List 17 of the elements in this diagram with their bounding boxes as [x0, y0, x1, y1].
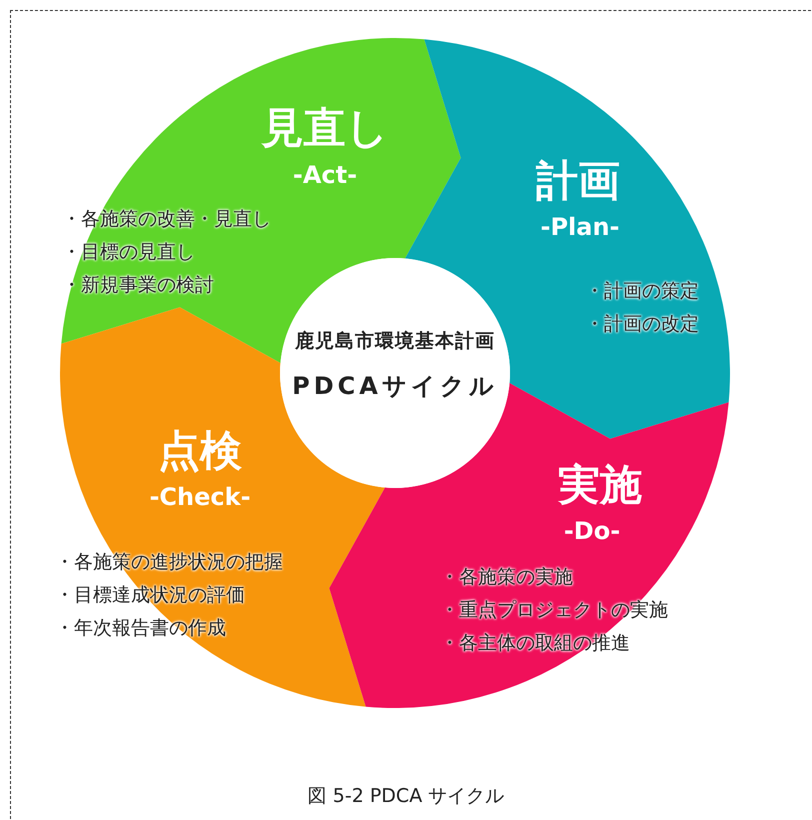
segment-subtitle: -Act-	[292, 162, 358, 188]
center-title: 鹿児島市環境基本計画	[295, 329, 495, 354]
bullet-item: ・目標の見直し	[62, 241, 195, 264]
bullet-item: ・重点プロジェクトの実施	[440, 599, 668, 622]
bullet-item: ・計画の策定	[585, 280, 699, 303]
bullet-item: ・各施策の実施	[440, 566, 573, 589]
segment-title: 計画	[536, 158, 620, 204]
segment-title: 見直し	[262, 105, 388, 152]
caption: 図 5-2 PDCA サイクル	[306, 784, 506, 809]
segment-title: 点検	[158, 428, 242, 474]
segment-subtitle: -Check-	[149, 484, 251, 510]
segment-subtitle: -Plan-	[540, 214, 620, 240]
segment-subtitle: -Do-	[564, 518, 620, 544]
bullet-item: ・計画の改定	[585, 313, 699, 336]
bullet-item: ・各主体の取組の推進	[440, 632, 630, 655]
segment-title: 実施	[558, 462, 642, 508]
cycle-name: PDCAサイクル	[292, 371, 498, 402]
